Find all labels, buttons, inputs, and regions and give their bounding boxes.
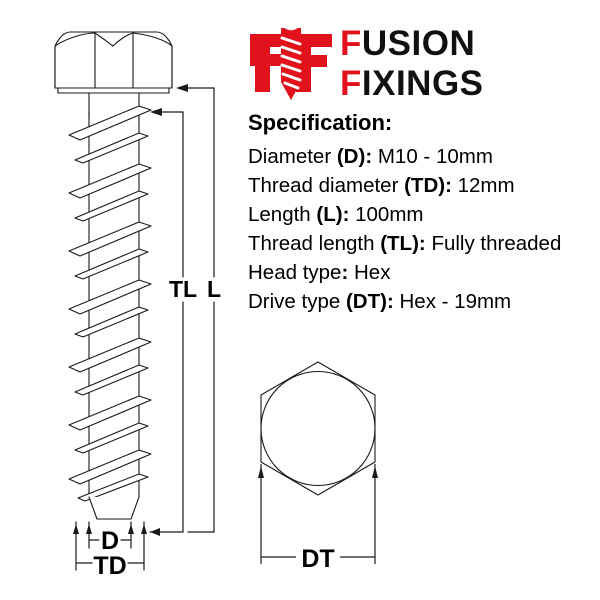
- spec-label: Thread length: [248, 232, 381, 255]
- spec-code: (L): [316, 203, 343, 226]
- hex-head-outline: [54, 31, 173, 94]
- brand-line1-rest: USION: [361, 24, 476, 63]
- dimension-TL: [149, 108, 184, 536]
- spec-value: 12mm: [457, 174, 515, 197]
- hex-circumscribed-circle: [260, 370, 376, 487]
- spec-line: Drive type (DT): Hex - 19mm: [248, 287, 600, 316]
- dimension-label-TD: TD: [93, 552, 126, 580]
- spec-separator: :: [365, 145, 378, 168]
- brand-line-fixings: FIXINGS: [340, 64, 590, 104]
- spec-line: Diameter (D): M10 - 10mm: [248, 142, 600, 171]
- spec-code: (D): [336, 145, 366, 168]
- thread-flights: [68, 105, 152, 502]
- fusion-fixings-screw-logo-icon: [250, 25, 332, 100]
- spec-label: Thread diameter: [248, 174, 405, 197]
- dimension-DT: [258, 464, 378, 564]
- hex-drive-end-view-drawing: DT: [258, 361, 378, 573]
- spec-value: 100mm: [355, 203, 424, 226]
- dimension-label-TL: TL: [169, 276, 197, 302]
- spec-label: Head type: [248, 261, 342, 284]
- brand-line1-initial: F: [340, 24, 362, 63]
- dimension-label-D: D: [101, 527, 119, 555]
- dimension-label-DT: DT: [301, 545, 334, 573]
- brand-wordmark: FUSION FIXINGS: [340, 24, 590, 104]
- spec-value: M10 - 10mm: [377, 145, 493, 168]
- spec-line: Head type: Hex: [248, 258, 600, 287]
- spec-separator: :: [445, 174, 458, 197]
- spec-label: Diameter: [248, 145, 337, 168]
- spec-separator: :: [386, 290, 400, 313]
- spec-value: Hex - 19mm: [399, 290, 512, 313]
- dimension-TD: [73, 521, 147, 571]
- brand-line-fusion: FUSION: [340, 24, 590, 64]
- brand-logo: FUSION FIXINGS: [248, 22, 593, 104]
- spec-label: Drive type: [248, 290, 346, 313]
- spec-code: (DT): [345, 290, 387, 313]
- spec-value: Hex: [353, 261, 391, 284]
- spec-code: (TL): [380, 232, 419, 255]
- spec-separator: :: [341, 261, 354, 284]
- hexagon-outline: [260, 361, 376, 496]
- dimension-D: [86, 521, 134, 549]
- spec-line: Thread length (TL): Fully threaded: [248, 229, 600, 258]
- brand-line2-initial: F: [340, 64, 362, 103]
- dimension-label-L: L: [207, 276, 221, 302]
- spec-separator: :: [418, 232, 432, 255]
- spec-separator: :: [342, 203, 356, 226]
- spec-line: Thread diameter (TD): 12mm: [248, 171, 600, 200]
- spec-line: Length (L): 100mm: [248, 200, 600, 229]
- specification-heading: Specification:: [248, 110, 393, 135]
- spec-label: Length: [248, 203, 317, 226]
- dimension-L: [176, 84, 215, 533]
- screw-side-view-drawing: TL L D TD: [54, 31, 221, 580]
- spec-code: (TD): [404, 174, 446, 197]
- brand-line2-rest: IXINGS: [361, 64, 484, 103]
- spec-value: Fully threaded: [431, 232, 562, 255]
- screw-tip: [88, 496, 140, 520]
